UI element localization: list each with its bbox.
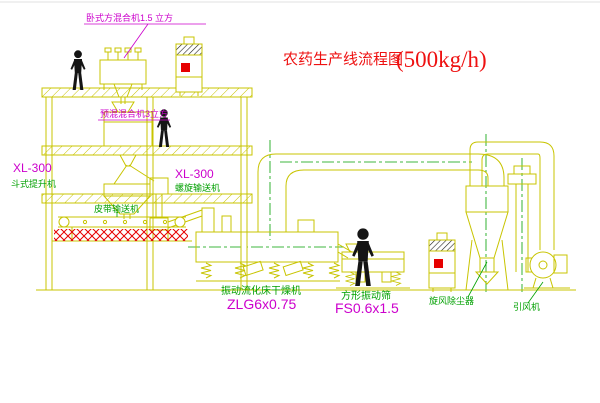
centerlines [188,134,523,292]
leader-lines [84,23,544,304]
label-cyclone-name: 旋风除尘器 [429,295,474,306]
label-conveyor-right-name: 螺旋输送机 [175,182,220,193]
label-conveyor-right-model: XL-300 [175,167,214,181]
label-top-mixer: 卧式方混合机1.5 立方 [86,12,173,23]
floor-beam-mid [41,145,253,156]
floor-beam-top [41,87,253,98]
label-dryer-model: ZLG6x0.75 [227,296,296,312]
control-cabinet-bottom [428,232,456,293]
control-cabinet-top [175,36,203,97]
label-fan-name: 引风机 [513,301,540,312]
label-dryer-name: 振动流化床干燥机 [221,284,301,297]
label-elevator-left-name: 斗式提升机 [11,178,56,189]
building-frame [41,87,253,291]
exhaust-stack [507,165,537,273]
fluid-bed-dryer [195,207,353,282]
label-elevator-left-model: XL-300 [13,161,52,175]
label-premix: 预混混合机3立方 [100,108,168,119]
red-ground-hatch [54,229,188,241]
cyclone-outlet-duct [469,141,555,250]
label-belt-conveyor: 皮带输送机 [94,203,139,214]
worker-figure-ground [352,228,374,286]
page-title-capacity: (500kg/h) [396,47,487,72]
cyclone-separator [465,185,509,291]
label-sieve-name: 方形振动筛 [341,289,391,302]
premix-mixer-machine [103,101,153,167]
worker-figure-platform [70,50,86,90]
floor-beam-low [41,193,253,204]
vibrating-sieve [336,243,410,289]
elevator-boot-and-chute [149,177,203,231]
induced-draft-fan [524,251,570,289]
belt-conveyor [52,216,192,242]
page-title: 农药生产线流程图 [283,51,403,68]
label-sieve-model: FS0.6x1.5 [335,300,399,316]
exhaust-duct [257,153,505,232]
